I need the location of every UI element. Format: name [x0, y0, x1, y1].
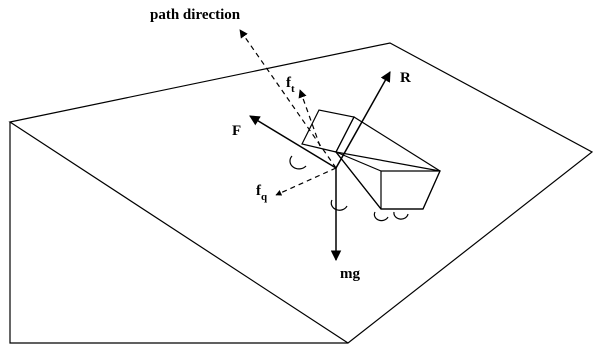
ft-label: ft: [286, 75, 295, 95]
force-F-arrow: [249, 115, 337, 169]
mg-label: mg: [340, 266, 360, 282]
vehicle-front-face: [334, 151, 441, 210]
ft-arrow: [298, 89, 321, 147]
incline-top-surface: [8, 42, 594, 344]
wheel-rear-right: [330, 199, 348, 211]
R-label: R: [400, 70, 411, 86]
wheel-front-left: [373, 211, 389, 222]
force-R-arrow: [335, 71, 391, 169]
wheel-front-right: [393, 211, 409, 220]
vehicle-top-face: [335, 116, 441, 210]
wheel-rear-left: [289, 155, 307, 170]
path-direction-arrow: [239, 29, 337, 169]
path-direction-label: path direction: [150, 7, 241, 23]
incline-front-face: [9, 122, 348, 344]
fq-label: fq: [256, 183, 268, 203]
fq-arrow: [275, 167, 337, 196]
incline-wedge: [8, 42, 594, 344]
F-label: F: [232, 123, 241, 139]
vehicle: [289, 109, 441, 222]
